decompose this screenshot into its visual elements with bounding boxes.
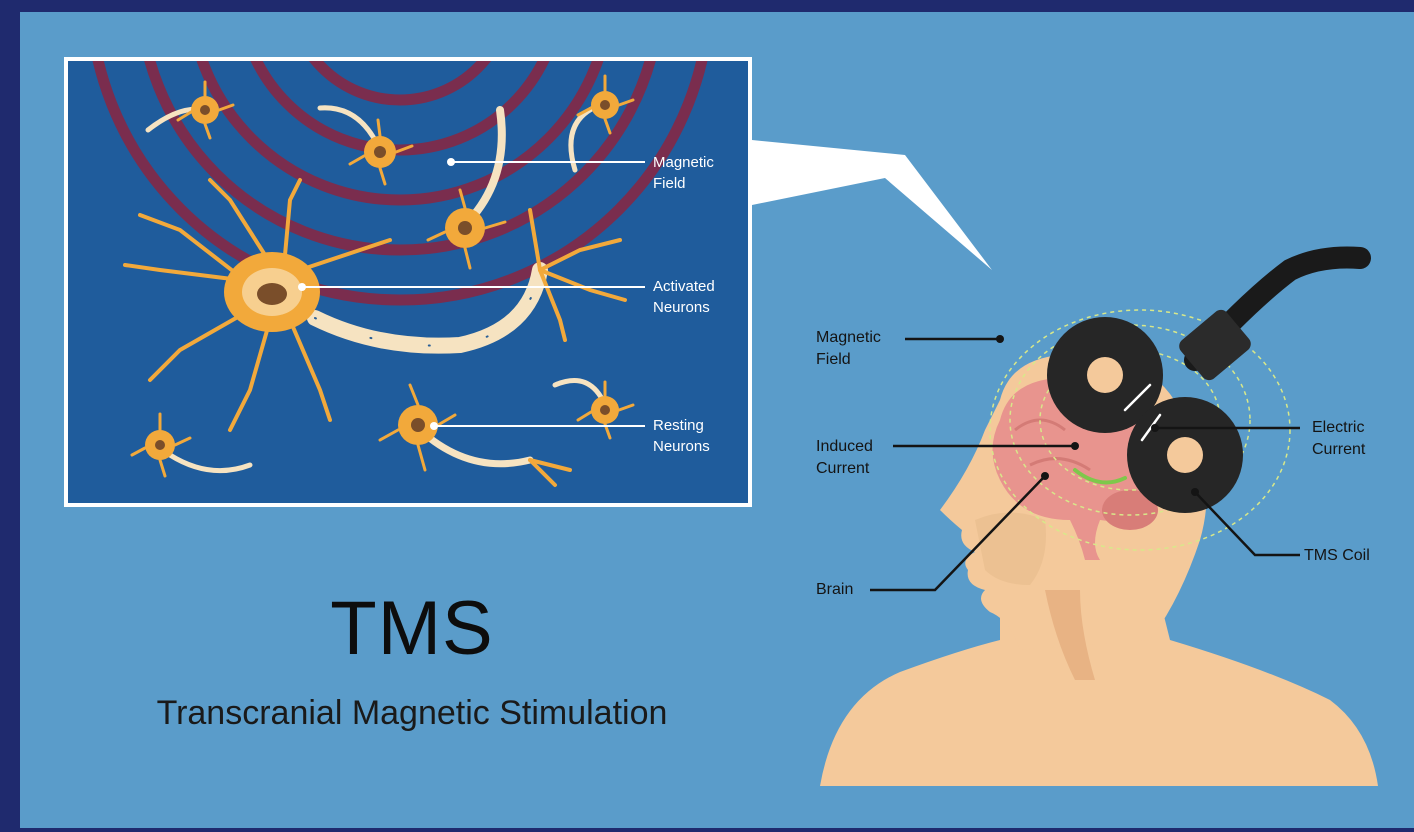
tms-coil-dot [1191, 488, 1199, 496]
inset-label-magnetic-field-line2: Field [653, 173, 714, 194]
label-induced-current: Induced Current [816, 436, 873, 480]
label-induced-current-line2: Current [816, 458, 873, 480]
label-electric-current-line2: Current [1312, 439, 1365, 461]
inset-label-resting-neurons-line1: Resting [653, 415, 710, 436]
inset-label-magnetic-field: Magnetic Field [653, 152, 714, 194]
label-magnetic-field-line1: Magnetic [816, 327, 881, 349]
inset-label-resting-neurons: Resting Neurons [653, 415, 710, 457]
magnetic-field-dot [996, 335, 1004, 343]
inset-label-magnetic-field-line1: Magnetic [653, 152, 714, 173]
inset-label-activated-neurons-line1: Activated [653, 276, 715, 297]
magnetic-field-pointer-dot [447, 158, 455, 166]
diagram-subtitle: Transcranial Magnetic Stimulation [0, 692, 824, 734]
label-magnetic-field-line2: Field [816, 349, 881, 371]
label-electric-current-line1: Electric [1312, 417, 1365, 439]
activated-neurons-pointer-dot [298, 283, 306, 291]
label-induced-current-line1: Induced [816, 436, 873, 458]
diagram-title: TMS [0, 586, 824, 672]
callout-pointer [752, 140, 992, 270]
label-electric-current: Electric Current [1312, 417, 1365, 461]
induced-current-dot [1071, 442, 1079, 450]
label-tms-coil: TMS Coil [1304, 545, 1370, 567]
brain-dot [1041, 472, 1049, 480]
label-magnetic-field: Magnetic Field [816, 327, 881, 371]
resting-neurons-pointer-dot [430, 422, 438, 430]
inset-label-activated-neurons: Activated Neurons [653, 276, 715, 318]
electric-current-dot [1151, 424, 1159, 432]
activated-neuron-nucleus [257, 283, 287, 305]
inset-label-activated-neurons-line2: Neurons [653, 297, 715, 318]
label-tms-coil-line1: TMS Coil [1304, 545, 1370, 567]
inset-label-resting-neurons-line2: Neurons [653, 436, 710, 457]
head-illustration [820, 258, 1378, 787]
